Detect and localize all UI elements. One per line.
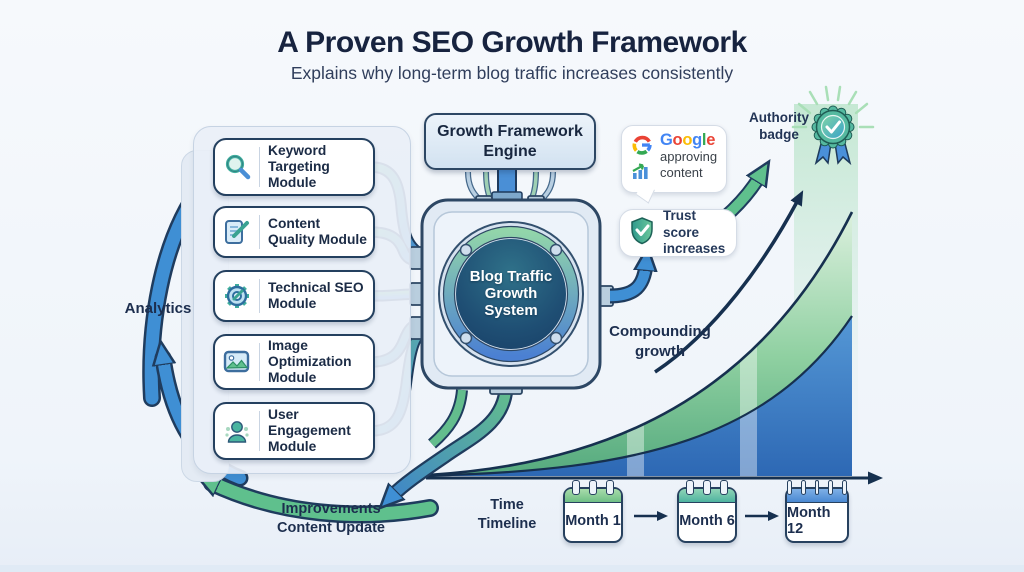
compounding-growth-label: Compounding growth (609, 323, 711, 360)
calendar-rings-icon (787, 480, 847, 495)
module-label: Keyword Targeting Module (268, 143, 330, 190)
shield-check-icon (629, 216, 655, 250)
growth-chart-icon (632, 163, 652, 185)
module-card-image-optimization: Image Optimization Module (213, 334, 375, 390)
calendar-month-12: Month 12 (785, 480, 849, 543)
month-label: Month 6 (679, 513, 735, 529)
bottom-strip (0, 565, 1024, 572)
module-label: Technical SEO Module (268, 280, 364, 311)
module-card-content-quality: Content Quality Module (213, 206, 375, 258)
authority-badge-icon (811, 105, 855, 166)
badge-rays-icon (791, 85, 875, 129)
google-approval-bubble: Google approving content (621, 125, 727, 193)
core-ring (443, 226, 579, 362)
engine-machine (409, 195, 614, 395)
calendar-rings-icon (565, 480, 621, 495)
page-title: A Proven SEO Growth Framework (277, 26, 747, 59)
authority-badge-label: Authority badge (749, 110, 809, 142)
calendar-rings-icon (679, 480, 735, 495)
ring-bolts-icon (459, 243, 563, 345)
trend-arrow-icon (654, 190, 804, 374)
module-card-keyword-targeting: Keyword Targeting Module (213, 138, 375, 196)
page-subtitle: Explains why long-term blog traffic incr… (290, 63, 734, 83)
trust-arrow (609, 264, 646, 304)
module-card-technical-seo: Technical SEO Module (213, 270, 375, 322)
timeline-label: Time Timeline (477, 497, 537, 532)
document-edit-icon (221, 217, 253, 247)
improvements-label: Improvements Content Update (277, 501, 385, 536)
module-card-user-engagement: User Engagement Module (213, 402, 375, 460)
magnifier-icon (221, 152, 253, 182)
analytics-label: Analytics (124, 300, 192, 317)
calendar-month-6: Month 6 (677, 480, 737, 543)
trust-score-badge: Trust score increases (619, 208, 737, 257)
engine-feedback-pipe (392, 387, 514, 496)
month-label: Month 1 (565, 513, 621, 529)
trust-up-arrow-icon (609, 264, 646, 302)
core-circle (456, 239, 566, 349)
module-label: User Engagement Module (268, 407, 351, 454)
image-icon (221, 347, 253, 377)
google-wordmark: Google (660, 131, 716, 149)
calendar-month-1: Month 1 (563, 480, 623, 543)
gear-wrench-icon (221, 281, 253, 311)
user-icon (221, 416, 253, 446)
engine-core-label: Blog Traffic Growth System (469, 268, 553, 319)
google-logo-icon (630, 133, 654, 162)
module-label: Image Optimization Module (268, 338, 352, 385)
improvements-arrow-icon (212, 483, 437, 521)
module-label: Content Quality Module (268, 216, 367, 247)
month-label: Month 12 (787, 505, 831, 537)
check-icon (825, 120, 841, 134)
engine-header: Growth Framework Engine (424, 113, 596, 170)
